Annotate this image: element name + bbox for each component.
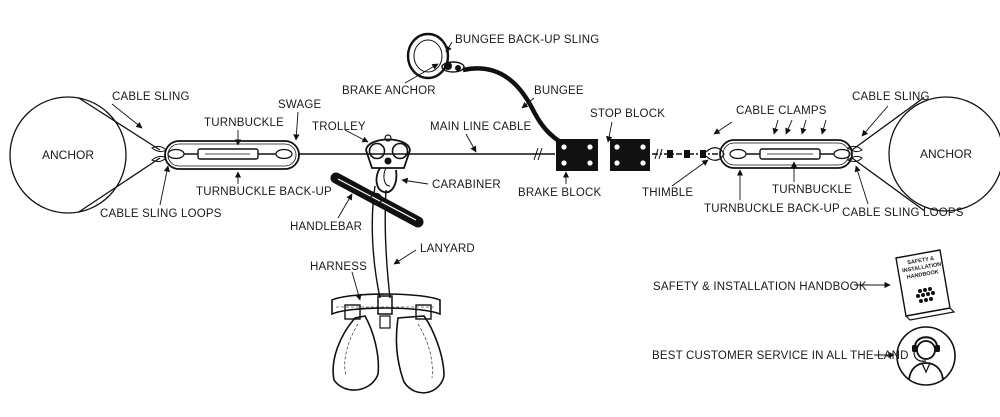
labels: CABLE SLING TURNBUCKLE SWAGE TROLLEY MAI… [100,34,964,362]
cable-sling-left [77,96,167,214]
label-cable-sling-right: CABLE SLING [852,91,930,103]
label-brake-block: BRAKE BLOCK [518,187,601,199]
anchor-left-label: ANCHOR [42,148,94,162]
carabiner [375,167,398,194]
label-brake-anchor: BRAKE ANCHOR [342,85,436,97]
headset-person-icon [896,326,956,386]
label-customer-service: BEST CUSTOMER SERVICE IN ALL THE LAND [652,350,909,362]
label-turnbuckle-backup-left: TURNBUCKLE BACK-UP [196,186,332,198]
turnbuckle-assembly-left [164,140,300,170]
turnbuckle-assembly-right [705,139,853,169]
anchor-right-label: ANCHOR [920,147,972,161]
cable-clamps [667,150,706,158]
label-thimble: THIMBLE [642,187,693,199]
label-turnbuckle-right: TURNBUCKLE [772,184,852,196]
brake-anchor [441,61,465,73]
label-main-line-cable: MAIN LINE CABLE [430,121,532,133]
label-stop-block: STOP BLOCK [590,108,665,120]
label-turnbuckle-backup-right: TURNBUCKLE BACK-UP [704,203,840,215]
label-bungee-backup-sling: BUNGEE BACK-UP SLING [455,34,599,46]
label-lanyard: LANYARD [420,243,475,255]
anchor-left: ANCHOR [9,96,127,214]
book-icon: SAFETY & INSTALLATION HANDBOOK [895,249,956,321]
bungee-backup-sling [406,32,450,80]
cable-sling-right [847,96,925,212]
label-cable-sling-loops-left: CABLE SLING LOOPS [100,208,222,220]
handbook-cover-line-1: SAFETY & [907,256,935,267]
leader-lines [111,41,895,359]
bungee [462,66,567,147]
label-bungee: BUNGEE [534,85,584,97]
label-cable-sling-left: CABLE SLING [112,91,190,103]
label-swage: SWAGE [278,99,322,111]
label-turnbuckle-left: TURNBUCKLE [204,117,284,129]
trolley [365,134,411,169]
label-handbook: SAFETY & INSTALLATION HANDBOOK [653,281,867,293]
brake-block [556,139,598,171]
anchor-right: ANCHOR [888,96,1000,212]
label-cable-clamps: CABLE CLAMPS [736,105,827,117]
handbook-cover-line-3: HANDBOOK [906,269,939,281]
label-cable-sling-loops-right: CABLE SLING LOOPS [842,207,964,219]
main-line-cable [299,147,720,161]
label-harness: HARNESS [310,261,367,273]
harness [331,293,445,394]
label-trolley: TROLLEY [312,121,366,133]
label-carabiner: CARABINER [432,179,501,191]
handlebar [330,172,424,228]
stop-block [610,139,650,171]
label-handlebar: HANDLEBAR [290,221,362,233]
